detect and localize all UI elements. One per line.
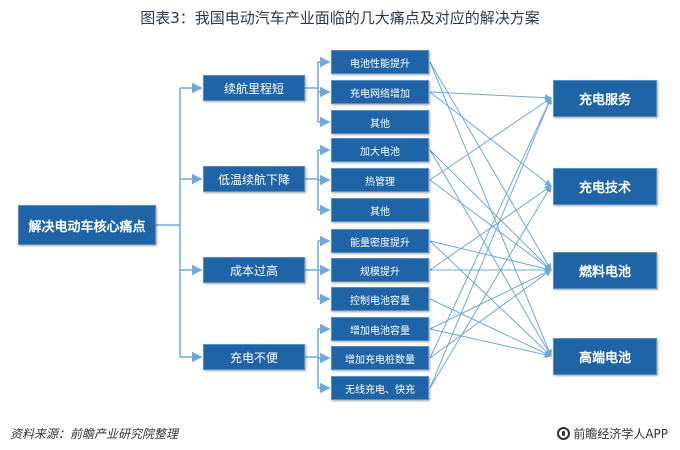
solution-node: 热管理 xyxy=(331,168,429,192)
mapping-line xyxy=(429,97,552,389)
solution-node: 其他 xyxy=(331,198,429,222)
outcome-node: 高端电池 xyxy=(553,338,657,375)
mapping-line xyxy=(429,185,552,389)
category-node: 成本过高 xyxy=(203,257,305,283)
page-title: 图表3：我国电动汽车产业面临的几大痛点及对应的解决方案 xyxy=(140,9,540,27)
solution-node: 增加电池容量 xyxy=(331,317,429,341)
solution-node: 充电网络增加 xyxy=(331,80,429,104)
source-note: 资料来源：前瞻产业研究院整理 xyxy=(10,427,179,441)
solution-node: 其他 xyxy=(331,110,429,134)
mapping-line xyxy=(429,328,552,359)
brand-label: 前瞻经济学人APP xyxy=(573,427,668,441)
brand-logo-icon xyxy=(557,427,571,440)
mapping-line xyxy=(429,149,552,357)
category-node: 低温续航下降 xyxy=(203,166,305,192)
mapping-line xyxy=(429,298,552,357)
category-node: 充电不便 xyxy=(203,344,305,370)
outcome-node: 充电技术 xyxy=(553,168,657,205)
category-node: 续航里程短 xyxy=(203,75,305,101)
mapping-line xyxy=(429,269,552,330)
solution-node: 加大电池 xyxy=(331,138,429,162)
mapping-line xyxy=(429,91,552,102)
solution-node: 规模提升 xyxy=(331,258,429,282)
mapping-line xyxy=(429,149,552,271)
mapping-line xyxy=(429,97,552,181)
solution-node: 增加充电桩数量 xyxy=(331,346,429,370)
mapping-line xyxy=(429,269,552,359)
outcome-node: 充电服务 xyxy=(553,80,657,117)
mapping-line xyxy=(429,179,552,271)
solution-node: 能量密度提升 xyxy=(331,229,429,253)
mapping-line xyxy=(429,240,552,273)
root-node: 解决电动车核心痛点 xyxy=(18,205,156,245)
brand-credit: 前瞻经济学人APP xyxy=(557,425,668,442)
mapping-line xyxy=(429,61,552,271)
mapping-line xyxy=(429,240,552,357)
solution-node: 控制电池容量 xyxy=(331,287,429,311)
mapping-line xyxy=(429,61,552,357)
solution-node: 电池性能提升 xyxy=(331,50,429,74)
solution-node: 无线充电、快充 xyxy=(331,376,429,400)
outcome-node: 燃料电池 xyxy=(553,252,657,289)
mapping-line xyxy=(429,97,552,359)
